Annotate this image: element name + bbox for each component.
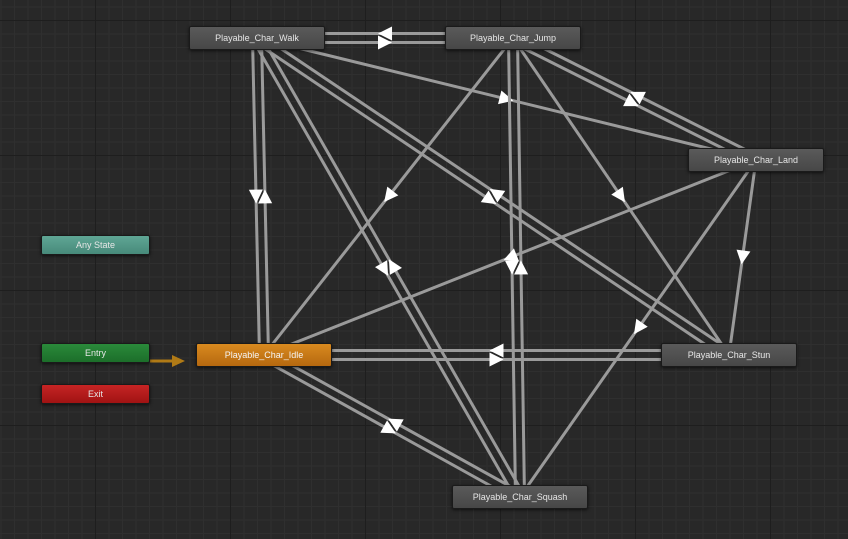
transition-arrow-icon xyxy=(384,186,399,203)
transition-arrow-icon xyxy=(633,318,648,335)
transition-arrow-icon xyxy=(489,188,506,203)
any-state-node[interactable]: Any State xyxy=(41,235,150,255)
state-jump[interactable]: Playable_Char_Jump xyxy=(445,26,581,50)
transition-arrow-icon xyxy=(623,93,639,107)
entry-node[interactable]: Entry xyxy=(41,343,150,363)
state-idle-default[interactable]: Playable_Char_Idle xyxy=(196,343,332,367)
transition-arrow-icon xyxy=(504,260,519,275)
transition-arrow-icon xyxy=(611,186,625,203)
transition-arrow-icon xyxy=(388,259,402,275)
transition-arrow-icon xyxy=(380,420,396,434)
transition-arrow-icon xyxy=(630,91,646,105)
state-squash[interactable]: Playable_Char_Squash xyxy=(452,485,588,509)
transition-arrow-icon xyxy=(736,249,751,265)
transition-arrow-icon xyxy=(258,189,273,204)
transition-arrow-icon xyxy=(388,418,404,432)
transition-arrow-icon xyxy=(378,26,392,41)
transition-arrow-icon xyxy=(503,248,520,262)
transition-arrow-icon xyxy=(498,90,514,105)
exit-node[interactable]: Exit xyxy=(41,384,150,404)
state-land[interactable]: Playable_Char_Land xyxy=(688,148,824,172)
state-stun[interactable]: Playable_Char_Stun xyxy=(661,343,797,367)
transition-arrow-icon xyxy=(514,260,529,275)
transition-arrow-icon xyxy=(489,352,504,367)
transition-arrow-icon xyxy=(489,343,504,358)
entry-arrow-icon xyxy=(172,355,185,367)
transition-arrow-icon xyxy=(248,189,263,204)
state-walk[interactable]: Playable_Char_Walk xyxy=(189,26,325,50)
transition-arrow-icon xyxy=(375,260,389,276)
transition-arrow-icon xyxy=(480,190,497,205)
transition-arrow-icon xyxy=(378,35,392,50)
